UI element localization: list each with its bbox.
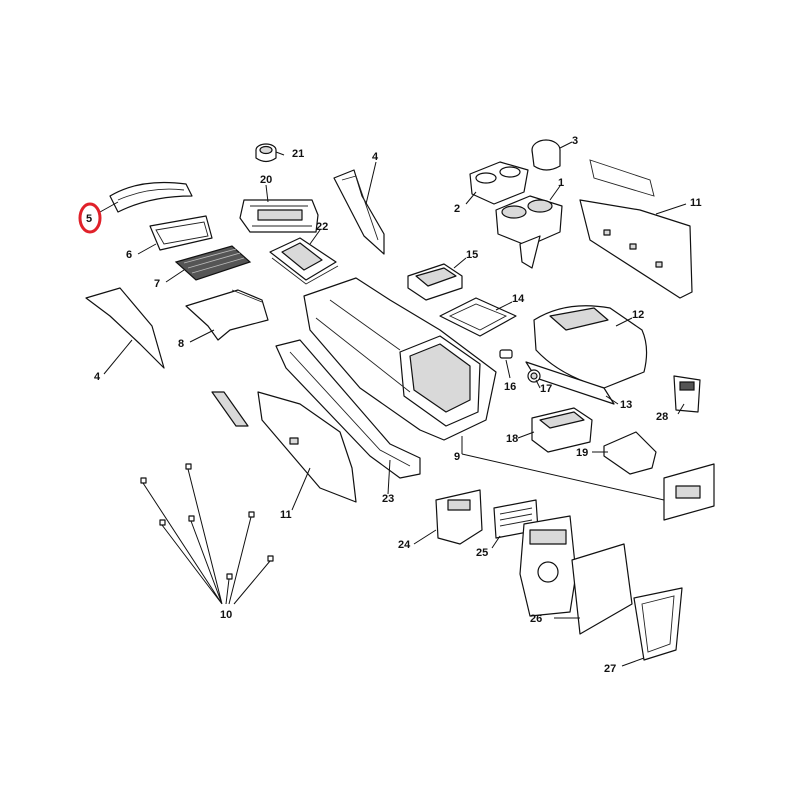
part-23-duct [275,339,421,479]
part-20-tray [239,199,319,233]
part-2-cup-holder-insert [469,161,529,205]
screw [159,519,166,526]
screw [226,573,233,580]
part-17-plug [527,369,541,383]
part-4-upper-trim [333,169,385,255]
part-6-frame [149,215,213,251]
screw [248,511,255,518]
part-10-fasteners [140,463,274,605]
part-22-shift-plate [269,237,339,285]
part-16-plug [499,349,513,359]
callout-3: 3 [572,135,578,147]
callout-5: 5 [86,213,92,225]
part-15-bin [407,263,463,301]
small-plate [211,391,249,427]
part-5-upper-bezel [109,181,193,213]
callout-13: 13 [620,399,632,411]
callout-19: 19 [576,447,588,459]
screw [267,555,274,562]
callout-25: 25 [476,547,488,559]
callout-17: 17 [540,383,552,395]
callout-21: 21 [292,148,304,160]
callout-2: 2 [454,203,460,215]
callout-4-left: 4 [94,371,101,383]
leader-lines [99,141,687,667]
callout-6: 6 [126,249,132,261]
part-12-armrest-lid [533,305,648,389]
screw [140,477,147,484]
part-26-control-bezel [519,515,577,617]
callout-24: 24 [398,539,411,551]
callout-18: 18 [506,433,518,445]
part-18-storage-tray [531,407,593,453]
callout-14: 14 [512,293,525,305]
callout-15: 15 [466,249,478,261]
part-8-trim-panel [185,289,269,341]
callout-23: 23 [382,493,394,505]
part-14-tray [439,297,517,337]
callout-7: 7 [154,278,160,290]
part-27-trim-ring [571,543,683,661]
callout-9: 9 [454,451,460,463]
part-7-mat [174,245,252,281]
part-19-bracket [603,431,657,475]
part-3-cup-insert [531,139,561,171]
callout-labels: 21 20 22 5 6 7 8 4 4 11 23 9 10 2 3 1 11… [86,135,702,675]
callout-11-left: 11 [280,509,292,521]
screw [185,463,192,470]
part-9-rear-bracket [663,463,715,521]
callout-16: 16 [504,381,516,393]
screw [188,515,195,522]
callout-1: 1 [558,177,564,189]
part-9-console-body [303,277,497,441]
part-28-switch [673,375,701,413]
callout-4-upper: 4 [372,151,379,163]
part-11-left-panel [257,391,357,503]
callout-26: 26 [530,613,542,625]
part-24-bracket [435,489,483,545]
highlight-ring [78,202,102,234]
callout-8: 8 [178,338,184,350]
part-21-plug [255,143,277,163]
callout-22: 22 [316,221,328,233]
callout-12: 12 [632,309,644,321]
part-11-right-panel [579,159,693,299]
callout-20: 20 [260,174,272,186]
callout-28: 28 [656,411,668,423]
callout-27: 27 [604,663,616,675]
callout-11-right: 11 [690,197,702,209]
callout-10: 10 [220,609,232,621]
part-1-cup-holder [495,195,563,269]
part-4-left-panel [85,287,165,369]
